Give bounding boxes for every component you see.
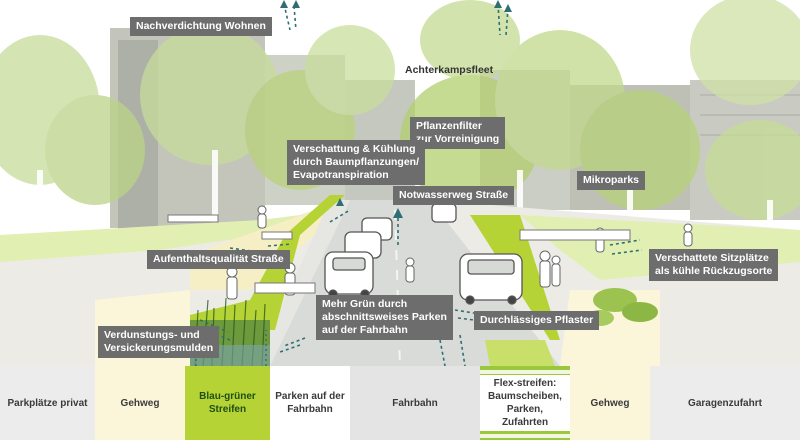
- section-label: Parkplätze privat: [7, 397, 88, 409]
- section-parken-fahrbahn: Parken auf der Fahrbahn: [270, 366, 350, 440]
- section-label: Parken auf der Fahrbahn: [275, 391, 345, 415]
- section-gehweg-right: Gehweg: [570, 366, 650, 440]
- callout-nachverdichtung: Nachverdichtung Wohnen: [130, 17, 272, 36]
- callout-mehr-gruen: Mehr Grün durch abschnittsweises Parken …: [316, 295, 453, 340]
- callout-verdunstung: Verdunstungs- und Versickerungsmulden: [98, 326, 220, 358]
- section-label: Flex-streifen: Baumscheiben, Parken, Zuf…: [480, 375, 570, 431]
- street-section-legend: Parkplätze privat Gehweg Blau-grüner Str…: [0, 366, 800, 440]
- upward-arrow-icon: [280, 0, 512, 218]
- section-blau-gruener-streifen: Blau-grüner Streifen: [185, 366, 270, 440]
- section-label: Fahrbahn: [392, 397, 438, 409]
- label-achterkampsfleet: Achterkampsfleet: [405, 64, 494, 76]
- section-label: Garagenzufahrt: [688, 397, 762, 409]
- section-label: Blau-grüner Streifen: [199, 391, 256, 415]
- callout-mikroparks: Mikroparks: [577, 171, 646, 190]
- section-label: Gehweg: [590, 397, 630, 409]
- section-fahrbahn: Fahrbahn: [350, 366, 480, 440]
- callout-verschattete-sitzplaetze: Verschattete Sitzplätze als kühle Rückzu…: [649, 249, 779, 281]
- section-flex-streifen: Flex-streifen: Baumscheiben, Parken, Zuf…: [480, 366, 570, 440]
- callout-durchlaessiges-pflaster: Durchlässiges Pflaster: [474, 311, 600, 330]
- section-label: Gehweg: [120, 397, 160, 409]
- section-garagenzufahrt: Garagenzufahrt: [650, 366, 800, 440]
- callout-notwasserweg: Notwasserweg Straße: [393, 186, 515, 205]
- callout-aufenthaltsqualitaet: Aufenthaltsqualität Straße: [147, 250, 290, 269]
- section-parkplaetze-privat: Parkplätze privat: [0, 366, 95, 440]
- parked-cars: [324, 217, 393, 299]
- section-gehweg-left: Gehweg: [95, 366, 185, 440]
- callout-verschattung: Verschattung & Kühlung durch Baumpflanzu…: [287, 140, 425, 185]
- car-right: [431, 203, 523, 305]
- callout-pflanzenfilter: Pflanzenfilter zur Vorreinigung: [410, 117, 506, 149]
